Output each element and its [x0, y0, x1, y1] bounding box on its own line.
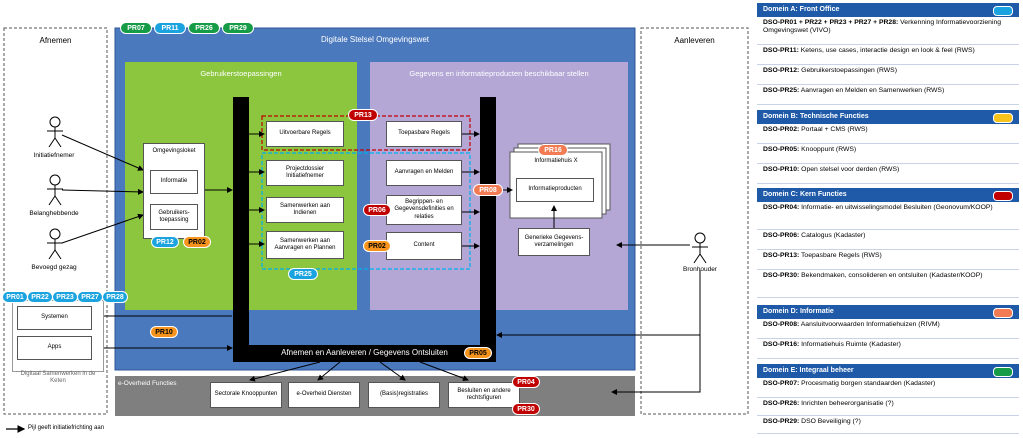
pr-badge: PR05 [464, 347, 492, 359]
pr-badge: PR08 [473, 184, 503, 196]
legend-domain-title: Domein A: Front Office [763, 6, 840, 13]
eoverheid-item: e-Overheid Diensten [288, 382, 360, 408]
legend-domain-b-header: Domein B: Technische Functies [757, 110, 1019, 124]
domain-a-color-icon [993, 6, 1013, 16]
legend-domain-c-header: Domein C: Kern Functies [757, 188, 1019, 202]
pr-badge: PR16 [538, 144, 568, 156]
aanvragen-melden-node: Aanvragen en Melden [386, 160, 462, 186]
actor-bevoegd-gezag-icon [47, 228, 63, 260]
eoverheid-item: Sectorale Knooppunten [210, 382, 282, 408]
legend-item: DSO-PR29: DSO Beveiliging (?) [757, 416, 1019, 434]
informatieproducten-node: Informatieproducten [516, 178, 594, 202]
pr-badge: PR27 [77, 291, 103, 303]
actor-label: Bevoegd gezag [31, 264, 77, 271]
legend-domain-title: Domein B: Technische Functies [763, 113, 869, 120]
legend-item: DSO-PR07: Procesmatig borgen standaarden… [757, 378, 1019, 398]
begrippen-node: Begrippen- en Gegevensdefinities en rela… [386, 195, 462, 225]
afnemen-label: Afnemen [39, 36, 72, 45]
toepasbare-regels-node: Toepasbare Regels [386, 121, 462, 147]
domain-b-color-icon [993, 113, 1013, 123]
legend-item: DSO-PR05: Knooppunt (RWS) [757, 144, 1019, 164]
legend-item: DSO-PR30: Bekendmaken, consolideren en o… [757, 270, 1019, 298]
legend-item: DSO-PR16: Informatiehuis Ruimte (Kadaste… [757, 339, 1019, 359]
legend-item: DSO-PR06: Catalogus (Kadaster) [757, 230, 1019, 250]
pr-badge: PR13 [348, 109, 378, 121]
legend-domain-title: Domein C: Kern Functies [763, 191, 847, 198]
projectdossier-node: Projectdossier Initiatiefnemer [266, 160, 344, 186]
pr-badge: PR29 [222, 22, 254, 34]
legend-item: DSO-PR01 + PR22 + PR23 + PR27 + PR28: Ve… [757, 17, 1019, 45]
afnemen-column [3, 27, 108, 415]
footnote: Pijl geeft initiatiefrichting aan [28, 425, 105, 431]
legend-domain-d-header: Domein D: Informatie [757, 305, 1019, 319]
legend-domain-title: Domein E: Integraal beheer [763, 367, 854, 374]
informatie-node: Informatie [150, 170, 198, 194]
black-bar-left [233, 97, 249, 347]
actor-belanghebbende-icon [47, 174, 63, 206]
main-title: Digitale Stelsel Omgevingswet [320, 35, 430, 44]
legend-item: DSO-PR04: Informatie- en uitwisselingsmo… [757, 202, 1019, 230]
actor-initiatiefnemer-icon [47, 116, 63, 148]
bottom-bar-label: Afnemen en Aanleveren / Gegevens Ontslui… [281, 348, 448, 357]
apps-node: Apps [17, 336, 92, 360]
pr-badge: PR26 [188, 22, 220, 34]
actor-label: Belanghebbende [29, 210, 79, 217]
pr-badge: PR10 [150, 326, 178, 338]
informatiehuis-label: Informatiehuis X [534, 158, 578, 164]
legend-item: DSO-PR02: Portaal + CMS (RWS) [757, 124, 1019, 144]
black-bar-right [480, 97, 496, 347]
pr-badge: PR06 [363, 204, 391, 216]
aanleveren-column [640, 27, 749, 415]
pr-badge: PR22 [27, 291, 53, 303]
legend-domain-a-header: Domein A: Front Office [757, 3, 1019, 17]
pr-badge: PR01 [2, 291, 28, 303]
samenwerken-indienen-node: Samenwerken aan Indienen [266, 197, 344, 223]
eoverheid-title: e-Overheid Functies [118, 380, 177, 387]
omgevingsloket-label: Omgevingsloket [152, 148, 196, 154]
domain-e-color-icon [993, 367, 1013, 377]
pr-badge: PR02 [363, 240, 391, 252]
actor-bronhouder-icon [692, 232, 708, 264]
pr-badge: PR07 [120, 22, 152, 34]
domain-d-color-icon [993, 308, 1013, 318]
pr-badge: PR23 [52, 291, 78, 303]
aanleveren-label: Aanleveren [674, 36, 715, 45]
legend-domain-e-header: Domein E: Integraal beheer [757, 364, 1019, 378]
actor-label: Initiatiefnemer [33, 152, 75, 159]
purple-panel-title: Gegevens en informatieproducten beschikb… [409, 69, 589, 78]
legend-item: DSO-PR11: Ketens, use cases, interactie … [757, 45, 1019, 65]
content-node: Content [386, 232, 462, 260]
legend-item: DSO-PR10: Open stelsel voor derden (RWS) [757, 164, 1019, 184]
pr-badge: PR28 [102, 291, 128, 303]
legend-item: DSO-PR12: Gebruikerstoepassingen (RWS) [757, 65, 1019, 85]
generieke-gegevens-node: Generieke Gegevens-verzamelingen [518, 228, 590, 256]
legend-item: DSO-PR08: Aansluitvoorwaarden Informatie… [757, 319, 1019, 339]
pr-badge: PR30 [512, 403, 540, 415]
legend-item: DSO-PR13: Toepasbare Regels (RWS) [757, 250, 1019, 270]
actor-label: Bronhouder [683, 266, 717, 273]
domain-c-color-icon [993, 191, 1013, 201]
uitvoerbare-regels-node: Uitvoerbare Regels [266, 121, 344, 147]
digitaal-samenwerken-label: Digitaal Samenwerken in de Keten [20, 371, 96, 384]
eoverheid-item: (Basis)registraties [368, 382, 440, 408]
legend-item: DSO-PR26: Inrichten beheerorganisatie (?… [757, 398, 1019, 416]
green-panel-title: Gebruikerstoepassingen [200, 69, 282, 78]
gebruikerstoepassing-node: Gebruikers-toepassing [150, 204, 198, 230]
pr-badge: PR02 [183, 236, 211, 248]
pr-badge: PR11 [154, 22, 186, 34]
systemen-node: Systemen [17, 306, 92, 330]
eoverheid-item: Besluiten en andere rechtsfiguren [448, 382, 520, 408]
pr-badge: PR04 [512, 376, 540, 388]
pr-badge: PR12 [151, 236, 179, 248]
samenwerken-aanvragen-node: Samenwerken aan Aanvragen en Plannen [266, 231, 344, 259]
black-bar-bottom [233, 345, 496, 362]
pr-badge: PR25 [288, 268, 318, 280]
legend-domain-title: Domein D: Informatie [763, 308, 834, 315]
legend-item: DSO-PR25: Aanvragen en Melden en Samenwe… [757, 85, 1019, 105]
